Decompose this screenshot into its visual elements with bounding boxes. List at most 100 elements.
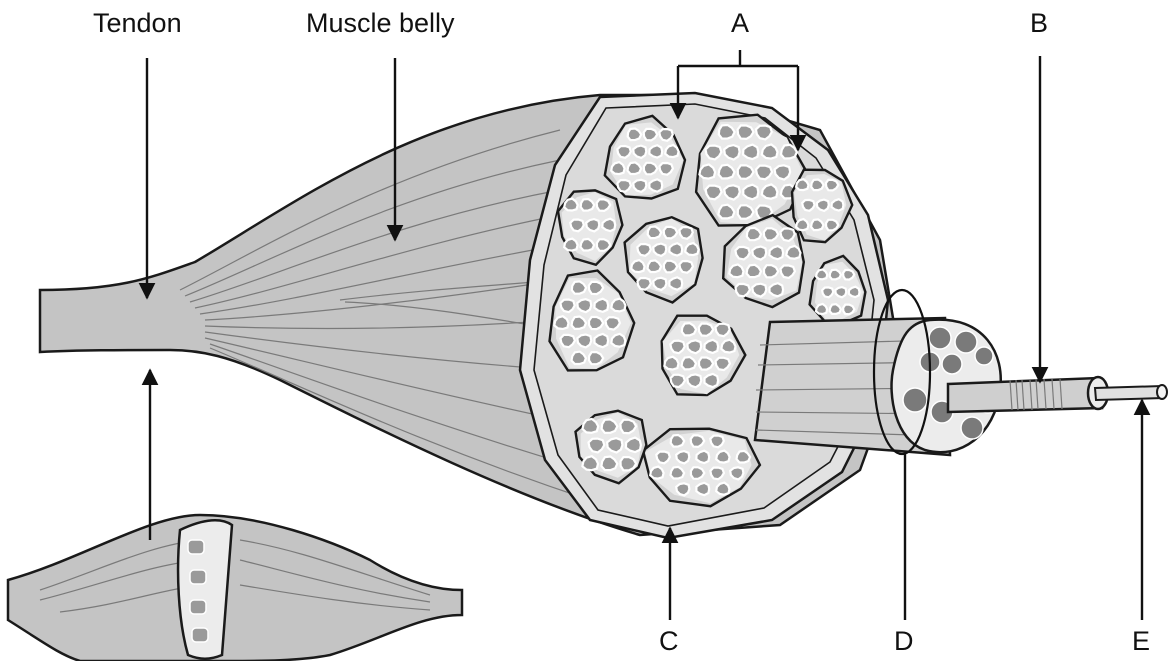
muscle-fiber-section: [770, 283, 784, 296]
muscle-fiber-section: [781, 265, 795, 278]
muscle-fiber-section: [738, 165, 754, 179]
muscle-fiber: [948, 377, 1108, 412]
muscle-fiber-section: [699, 324, 713, 336]
muscle-fiber-section: [747, 228, 761, 240]
muscle-fiber-section: [628, 162, 642, 174]
muscle-fiber-section: [564, 199, 578, 211]
muscle-fiber-section: [843, 305, 854, 315]
muscle-fiber-section: [687, 340, 701, 353]
muscle-fiber-section: [631, 260, 644, 272]
muscle-fiber-section: [699, 165, 715, 179]
muscle-fiber-section: [696, 451, 709, 463]
muscle-fiber-section: [648, 260, 662, 272]
muscle-fiber-section: [611, 299, 625, 312]
muscle-fiber-section: [705, 374, 719, 387]
muscle-fiber-section: [832, 199, 844, 210]
muscle-fiber-section: [649, 179, 662, 191]
label-muscle-belly: Muscle belly: [306, 8, 455, 38]
muscle-fiber-section: [687, 374, 701, 387]
muscle-fiber-section: [653, 244, 666, 256]
muscle-fiber-section: [682, 357, 696, 369]
muscle-fiber-section: [664, 227, 678, 239]
muscle-fiber-section: [724, 185, 740, 199]
muscle-fiber-section: [716, 358, 730, 370]
muscle-fiber-section: [730, 467, 743, 479]
muscle-fiber-section: [597, 239, 610, 251]
muscle-fiber-section: [589, 439, 605, 453]
muscle-fiber-section: [679, 261, 693, 273]
muscle-fiber-section: [817, 200, 829, 211]
muscle-fiber-section: [560, 300, 574, 313]
muscle-fiber-section: [710, 468, 724, 480]
muscle-fiber-section: [736, 284, 750, 297]
muscle-fiber-section: [589, 352, 603, 364]
muscle-fiber-section: [685, 243, 698, 255]
muscle-fiber-section: [607, 438, 622, 452]
muscle-fiber-section: [617, 180, 631, 192]
muscle-fiber-section: [843, 270, 854, 280]
label-e: E: [1132, 626, 1150, 656]
muscle-fiber-section: [649, 145, 662, 157]
muscle-fiber-section: [611, 334, 625, 347]
muscle-fiber-section: [637, 244, 651, 256]
muscle-fiber-section: [796, 179, 808, 190]
muscle-fiber-section: [659, 129, 673, 141]
label-a: A: [731, 8, 749, 38]
muscle-fiber-section: [738, 125, 754, 138]
muscle-fiber-section: [628, 129, 642, 141]
muscle-fiber-section: [676, 483, 689, 495]
muscle-fiber-section: [648, 227, 662, 239]
muscle-fiber-section: [621, 457, 637, 470]
muscle-fiber-section: [577, 299, 591, 312]
muscle-fiber-section: [669, 277, 682, 289]
muscle-fiber-section: [601, 457, 617, 471]
muscle-fiber-section: [835, 287, 846, 297]
muscle-fiber-section: [764, 265, 778, 277]
muscle-fiber-section: [849, 287, 860, 297]
muscle-fiber-section: [737, 451, 751, 463]
muscle-fiber-section: [583, 419, 599, 433]
muscle-fiber-section: [637, 278, 651, 290]
muscle-fiber-section: [781, 145, 797, 159]
muscle-fiber-section: [650, 467, 663, 479]
muscle-fiber-section: [570, 220, 584, 232]
muscle-fiber-section: [582, 456, 598, 470]
muscle-fiber-section: [671, 467, 685, 479]
muscle-fiber-section: [830, 304, 841, 314]
muscle-fiber-section: [644, 129, 658, 141]
muscle-fiber-section: [756, 166, 772, 180]
muscle-fiber-section: [586, 219, 599, 231]
muscle-fiber-section: [664, 357, 678, 370]
muscle-fiber-section: [780, 228, 794, 241]
muscle-fiber-section: [716, 483, 729, 495]
muscle-fiber-section: [752, 247, 766, 260]
muscle-fiber-section: [561, 335, 575, 347]
muscle-fiber-section: [704, 340, 718, 353]
muscle-fiber-section: [743, 145, 758, 160]
muscle-fiber-section: [577, 335, 591, 348]
muscle-fiber-section: [626, 438, 641, 453]
muscle-fiber-section: [706, 146, 722, 160]
muscle-fiber-section: [671, 375, 685, 387]
muscle-fiber-section: [762, 184, 778, 198]
muscle-fiber-section: [699, 358, 713, 370]
muscle-fiber-section: [796, 219, 808, 230]
muscle-fiber-section: [816, 269, 827, 279]
muscle-fiber-section: [830, 270, 841, 280]
label-d: D: [894, 626, 914, 656]
muscle-fiber-section: [633, 180, 646, 192]
muscle-fiber-section: [589, 317, 603, 329]
muscle-fiber-section: [644, 163, 657, 175]
muscle-fiber-section: [572, 281, 586, 293]
muscle-fiber-section: [664, 261, 677, 273]
muscle-fiber-section: [826, 220, 838, 231]
muscle-fiber-section: [581, 239, 595, 251]
muscle-fiber-section: [597, 199, 611, 211]
muscle-fiber-section: [669, 243, 682, 255]
muscle-fiber-section: [671, 435, 685, 447]
muscle-fiber-section: [738, 205, 754, 219]
muscle-fiber-section: [816, 304, 827, 314]
muscle-fiber-section: [696, 483, 709, 495]
muscle-fiber-section: [679, 227, 693, 239]
